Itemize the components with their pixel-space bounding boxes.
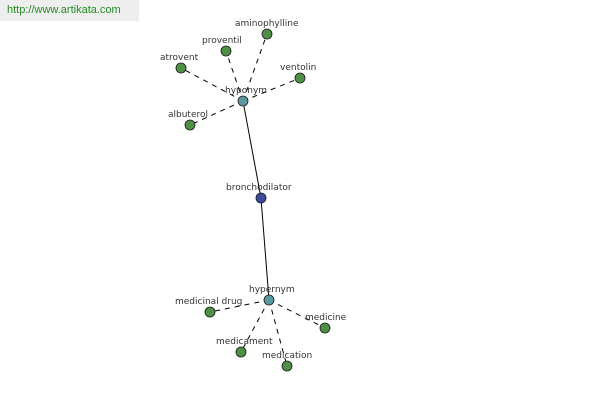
edge-hyponym-aminophylline bbox=[242, 33, 268, 102]
label-medicament: medicament bbox=[216, 337, 273, 347]
label-hypernym: hypernym bbox=[249, 285, 295, 295]
edge-root-hypernym bbox=[260, 197, 270, 301]
node-hyponym[interactable] bbox=[237, 95, 249, 107]
node-medication[interactable] bbox=[281, 360, 293, 372]
edge-hypernym-medication bbox=[268, 299, 288, 367]
edge-hyponym-ventolin bbox=[242, 77, 301, 102]
label-atrovent: atrovent bbox=[160, 53, 199, 63]
label-medicine: medicine bbox=[305, 313, 347, 323]
node-medicament[interactable] bbox=[235, 346, 247, 358]
edge-hypernym-medicine bbox=[268, 299, 326, 329]
url-banner: http://www.artikata.com bbox=[0, 0, 139, 21]
edge-hyponym-proventil bbox=[225, 50, 244, 102]
label-hyponym: hyponym bbox=[225, 86, 267, 96]
node-atrovent[interactable] bbox=[175, 62, 187, 74]
edge-hyponym-atrovent bbox=[180, 67, 244, 102]
site-url-link[interactable]: http://www.artikata.com bbox=[7, 4, 121, 16]
node-proventil[interactable] bbox=[220, 45, 232, 57]
label-proventil: proventil bbox=[202, 36, 242, 46]
node-albuterol[interactable] bbox=[184, 119, 196, 131]
node-medicine[interactable] bbox=[319, 322, 331, 334]
label-aminophylline: aminophylline bbox=[235, 19, 299, 29]
edge-hypernym-medicinal-drug bbox=[209, 299, 270, 313]
node-aminophylline[interactable] bbox=[261, 28, 273, 40]
edge-root-hyponym bbox=[242, 100, 262, 199]
label-medication: medication bbox=[262, 351, 312, 361]
node-bronchodilator[interactable] bbox=[255, 192, 267, 204]
node-medicinal-drug[interactable] bbox=[204, 306, 216, 318]
node-hypernym[interactable] bbox=[263, 294, 275, 306]
label-medicinal-drug: medicinal drug bbox=[175, 297, 242, 307]
label-albuterol: albuterol bbox=[168, 110, 208, 120]
node-ventolin[interactable] bbox=[294, 72, 306, 84]
label-ventolin: ventolin bbox=[280, 63, 316, 73]
label-bronchodilator: bronchodilator bbox=[226, 183, 292, 193]
